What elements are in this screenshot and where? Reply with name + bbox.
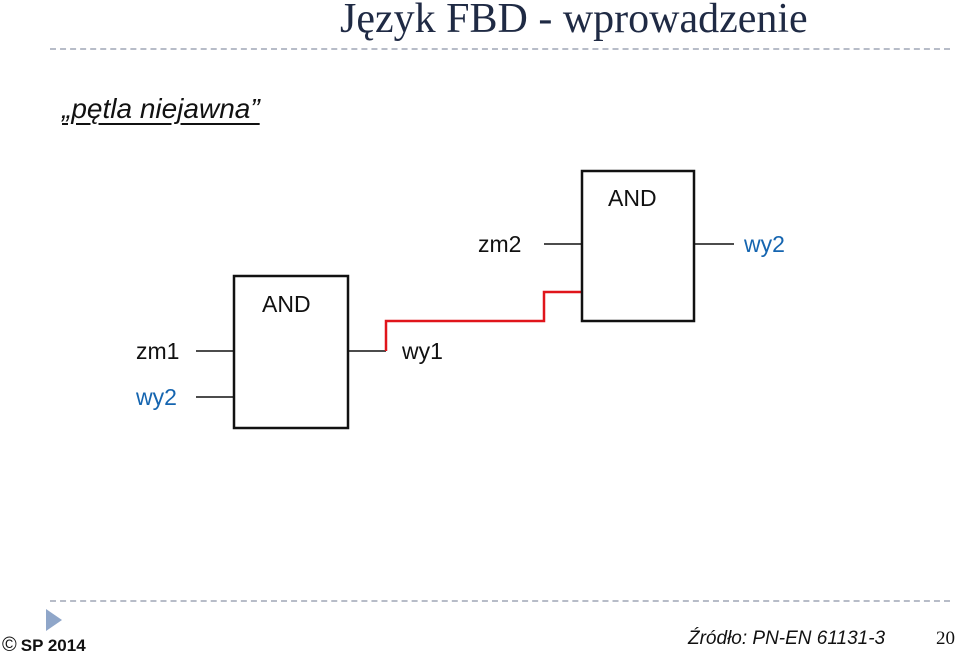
and-block-2 [580,169,696,323]
slide-subtitle: „pętla niejawna” [62,93,260,124]
footer-source: Źródło: PN-EN 61131-3 [688,628,886,649]
footer-copyright: ©SP 2014 [2,634,86,657]
block2-input-zm2: zm2 [478,231,521,257]
and-block-2-type: AND [608,185,657,211]
copyright-icon: © [2,634,17,656]
footer-copyright-text: SP 2014 [20,636,86,655]
title-divider [50,48,950,50]
slide-title: Język FBD - wprowadzenie [340,0,808,42]
implicit-loop-wire [384,290,582,351]
block1-input-zm1: zm1 [136,338,179,364]
footer-divider [50,600,950,602]
and-block-1-type: AND [262,291,311,317]
block1-input-wy2: wy2 [135,384,177,410]
page-number: 20 [936,628,955,649]
and-block-1 [232,274,350,430]
block2-output-wy2: wy2 [743,231,785,257]
play-icon [46,609,62,631]
block1-output-wy1: wy1 [401,338,443,364]
